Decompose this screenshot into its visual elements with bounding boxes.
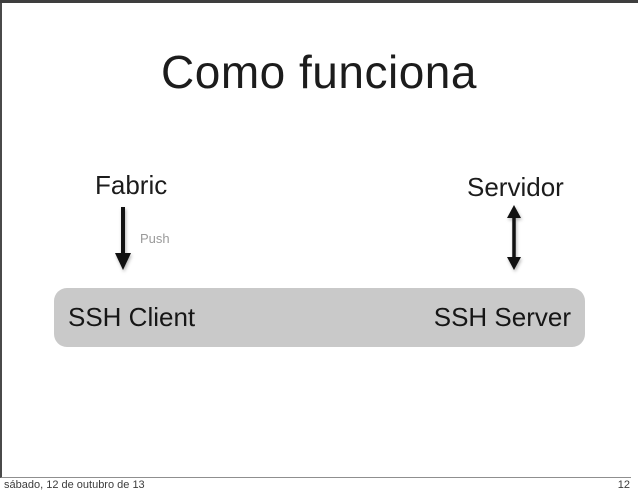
double-vertical-arrow-icon bbox=[507, 205, 521, 270]
ssh-server-label: SSH Server bbox=[433, 302, 571, 332]
ssh-bar: SSH Client SSH Server bbox=[54, 288, 585, 347]
ssh-client-label: SSH Client bbox=[68, 302, 196, 332]
fabric-label: Fabric bbox=[95, 170, 168, 200]
push-caption: Push bbox=[140, 231, 170, 246]
slide-title: Como funciona bbox=[161, 46, 477, 98]
down-arrow-icon bbox=[115, 207, 131, 270]
footer-date: sábado, 12 de outubro de 13 bbox=[4, 479, 145, 491]
slide-frame bbox=[0, 3, 631, 478]
servidor-label: Servidor bbox=[467, 172, 564, 202]
top-bar bbox=[0, 0, 638, 3]
slide-number: 12 bbox=[617, 479, 630, 491]
